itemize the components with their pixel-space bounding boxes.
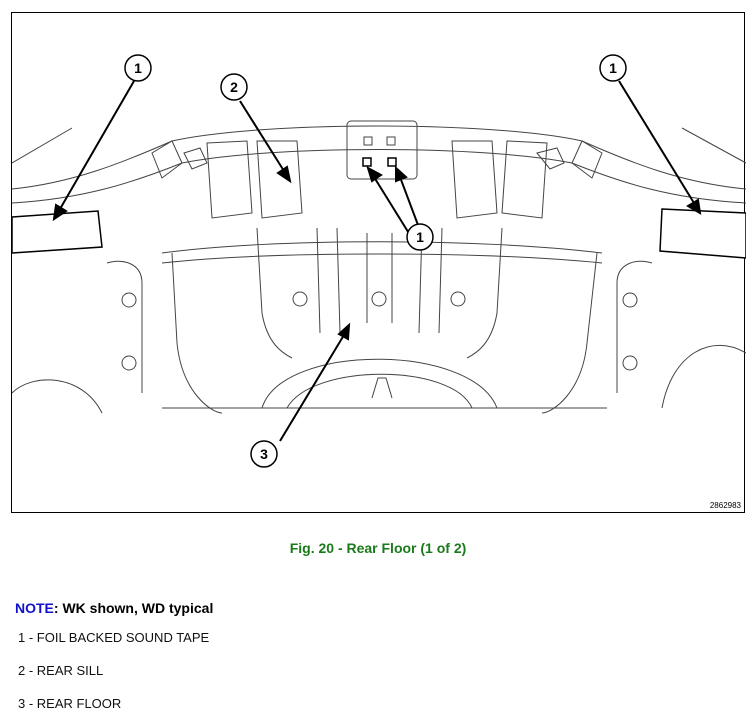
legend-list: 1 - FOIL BACKED SOUND TAPE 2 - REAR SILL… (18, 629, 209, 728)
callout-2 (220, 73, 248, 101)
callout-1-right (599, 54, 627, 82)
callout-1-right-label: 1 (609, 60, 617, 76)
note-text: : WK shown, WD typical (53, 600, 214, 616)
callout-1-center-label: 1 (416, 229, 424, 245)
note-label: NOTE (15, 600, 54, 616)
rear-floor-drawing: 1 2 1 1 3 (12, 54, 746, 468)
callout-3 (250, 440, 278, 468)
callout-1-left-label: 1 (134, 60, 142, 76)
rear-floor-illustration: 1 2 1 1 3 2862983 (11, 12, 746, 513)
callout-2-label: 2 (230, 79, 238, 95)
legend-item: 1 - FOIL BACKED SOUND TAPE (18, 630, 210, 645)
callout-1-center (406, 223, 434, 251)
callout-1-left (124, 54, 152, 82)
figure-caption: Fig. 20 - Rear Floor (1 of 2) (289, 540, 467, 556)
figure-id: 2862983 (709, 501, 741, 510)
legend-item: 2 - REAR SILL (18, 663, 104, 678)
note: NOTE: WK shown, WD typical (15, 600, 213, 616)
callout-3-label: 3 (260, 446, 268, 462)
legend-item: 3 - REAR FLOOR (18, 696, 122, 711)
